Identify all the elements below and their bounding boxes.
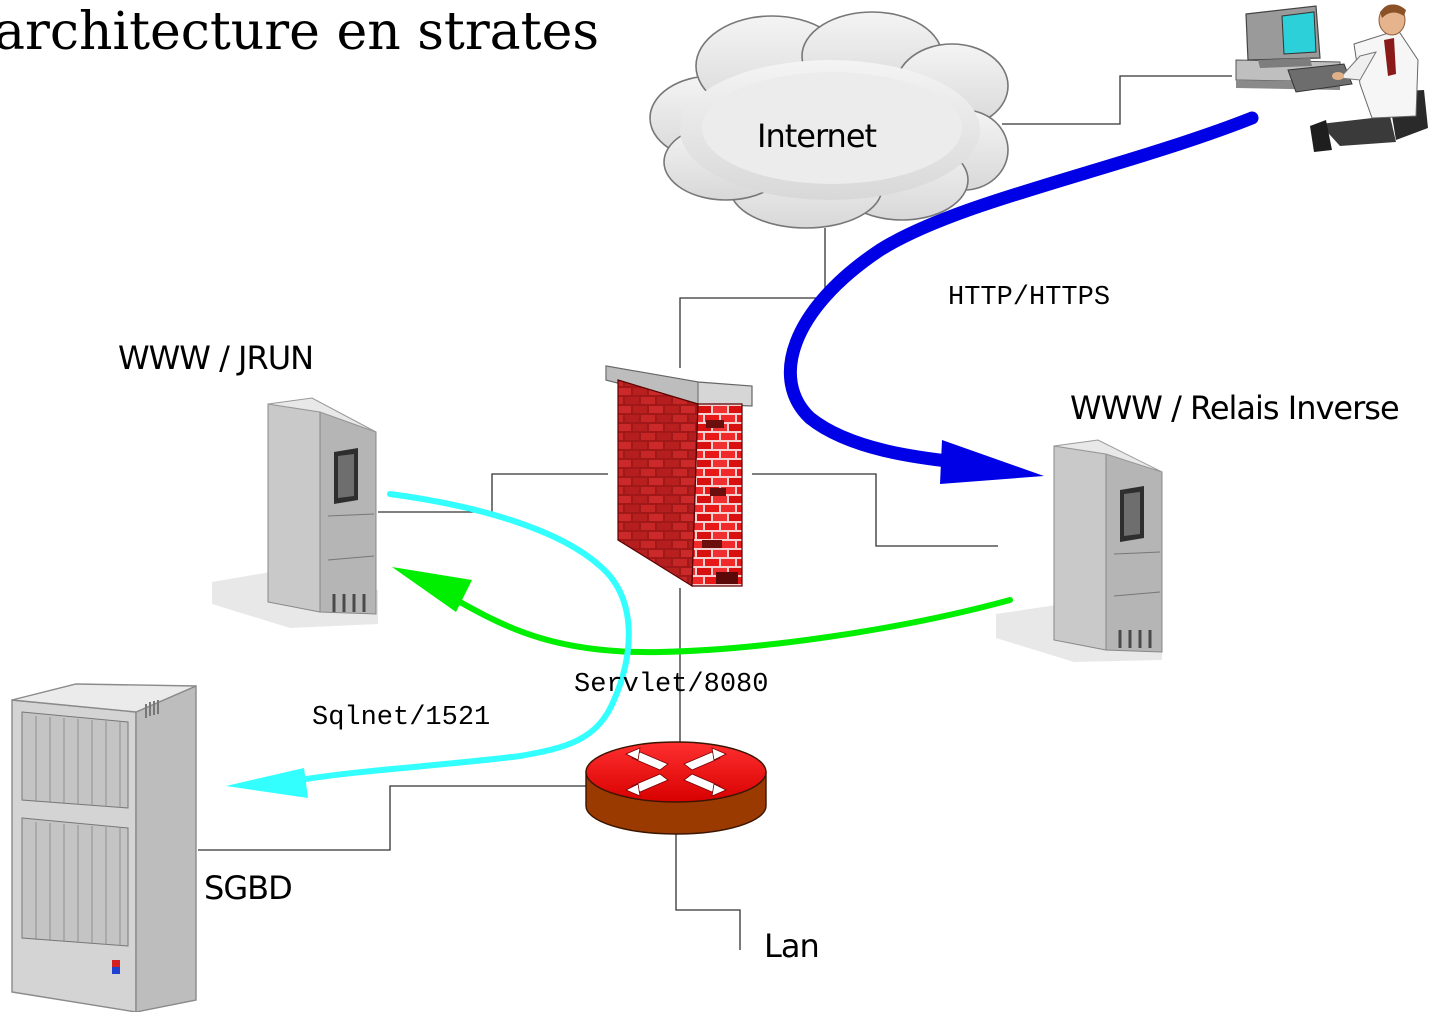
rack-server-icon (11, 683, 197, 1013)
tower-server-icon (212, 397, 378, 628)
flow-label-sqlnet: Sqlnet/1521 (312, 703, 491, 733)
node-label-lan: Lan (764, 927, 820, 965)
flow-servlet-8080-curve (457, 597, 1013, 656)
tower-server-icon (996, 439, 1163, 662)
link-client-internet (1002, 75, 1232, 125)
diagram-title: architecture en strates (0, 2, 600, 62)
node-label-internet: Internet (757, 117, 877, 155)
network-links (198, 75, 1232, 950)
link-firewall-reverse-proxy (752, 473, 998, 547)
link-router-lan (675, 832, 741, 950)
link-internet-firewall (679, 228, 826, 368)
flow-http-https-curve (783, 111, 1259, 469)
node-label-database: SGBD (204, 869, 293, 907)
user-workstation-icon (1235, 4, 1428, 152)
flow-sqlnet-1521-arrowhead (226, 768, 308, 798)
flow-label-servlet: Servlet/8080 (574, 670, 769, 700)
node-label-reverse-proxy: WWW / Relais Inverse (1070, 389, 1400, 427)
cloud-icon (649, 11, 1009, 229)
flow-sqlnet-1521-curve (297, 491, 632, 783)
flow-label-http: HTTP/HTTPS (948, 283, 1111, 313)
flow-http-https-arrowhead (940, 440, 1044, 484)
router-icon (585, 741, 767, 835)
flow-servlet-8080-arrowhead (392, 567, 472, 612)
node-label-app-server: WWW / JRUN (118, 339, 314, 377)
link-router-database (198, 785, 586, 851)
link-firewall-app-server (378, 473, 608, 513)
firewall-icon (605, 365, 753, 588)
flow-layer (226, 111, 1259, 798)
